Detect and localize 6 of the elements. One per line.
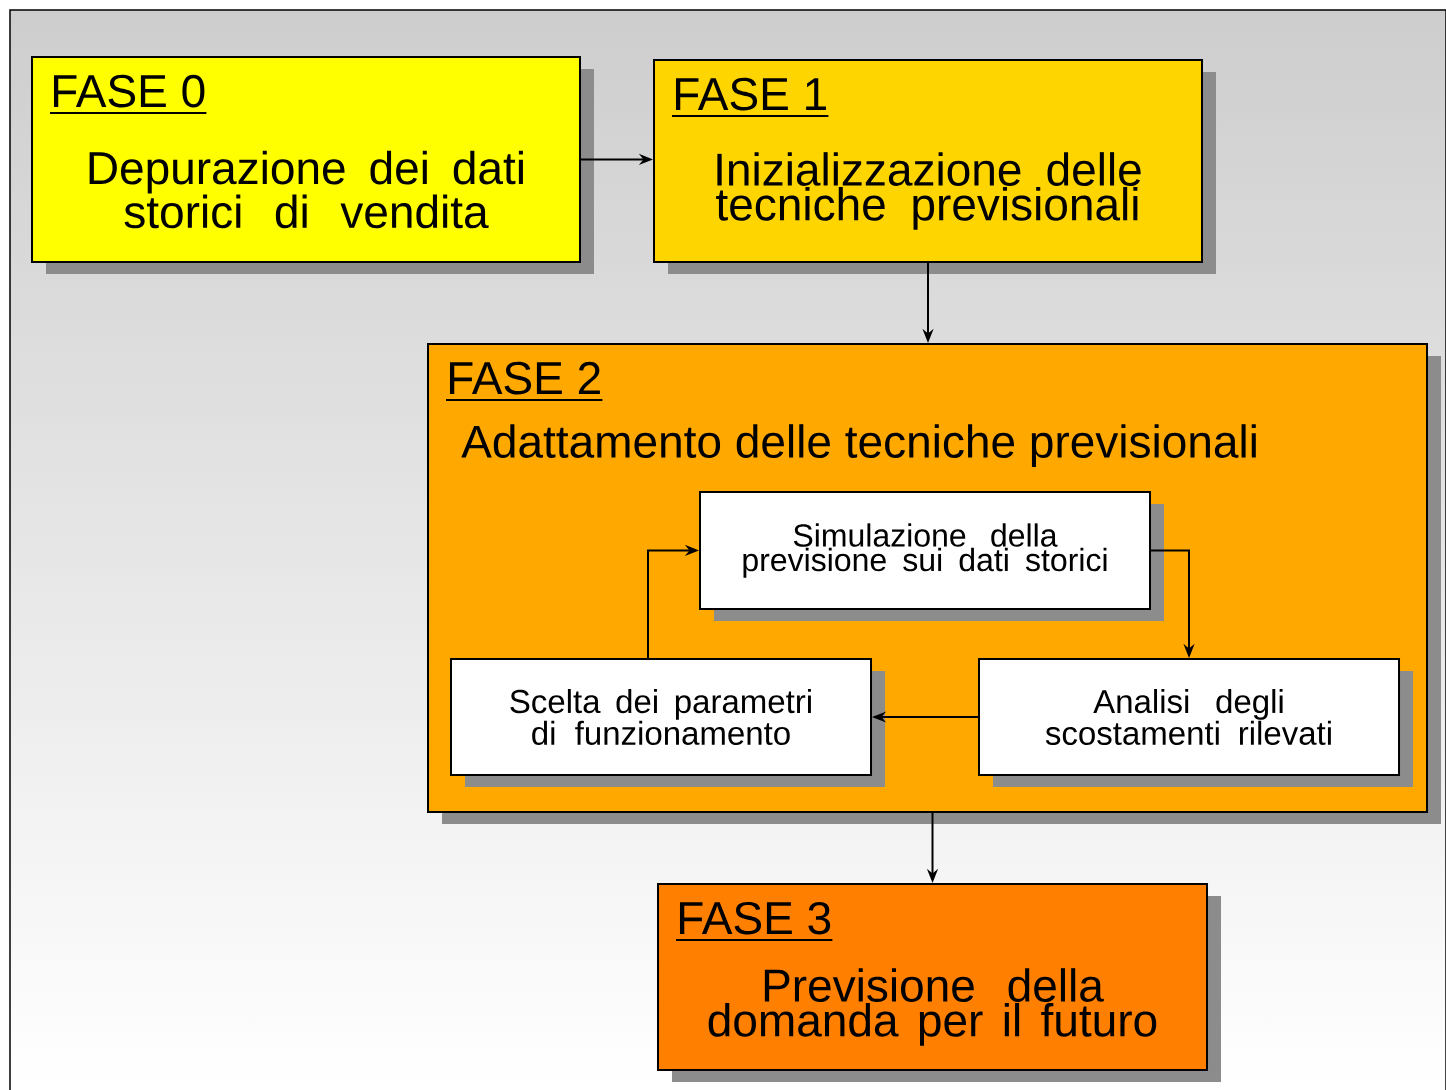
- step-box: Analisi degli scostamenti rilevati: [978, 658, 1413, 787]
- phase-box: FASE 3 Previsione della domanda per il futuro: [657, 883, 1221, 1082]
- step-box: Simulazione della previsione sui dati storici: [699, 491, 1164, 621]
- step-box: Scelta dei parametri di funzionamento: [450, 658, 885, 787]
- phase-box: FASE 1 Inizializzazione delle tecniche previsionali: [653, 59, 1216, 274]
- phase-box: FASE 0 Depurazione dei dati storici di vendita: [31, 56, 594, 274]
